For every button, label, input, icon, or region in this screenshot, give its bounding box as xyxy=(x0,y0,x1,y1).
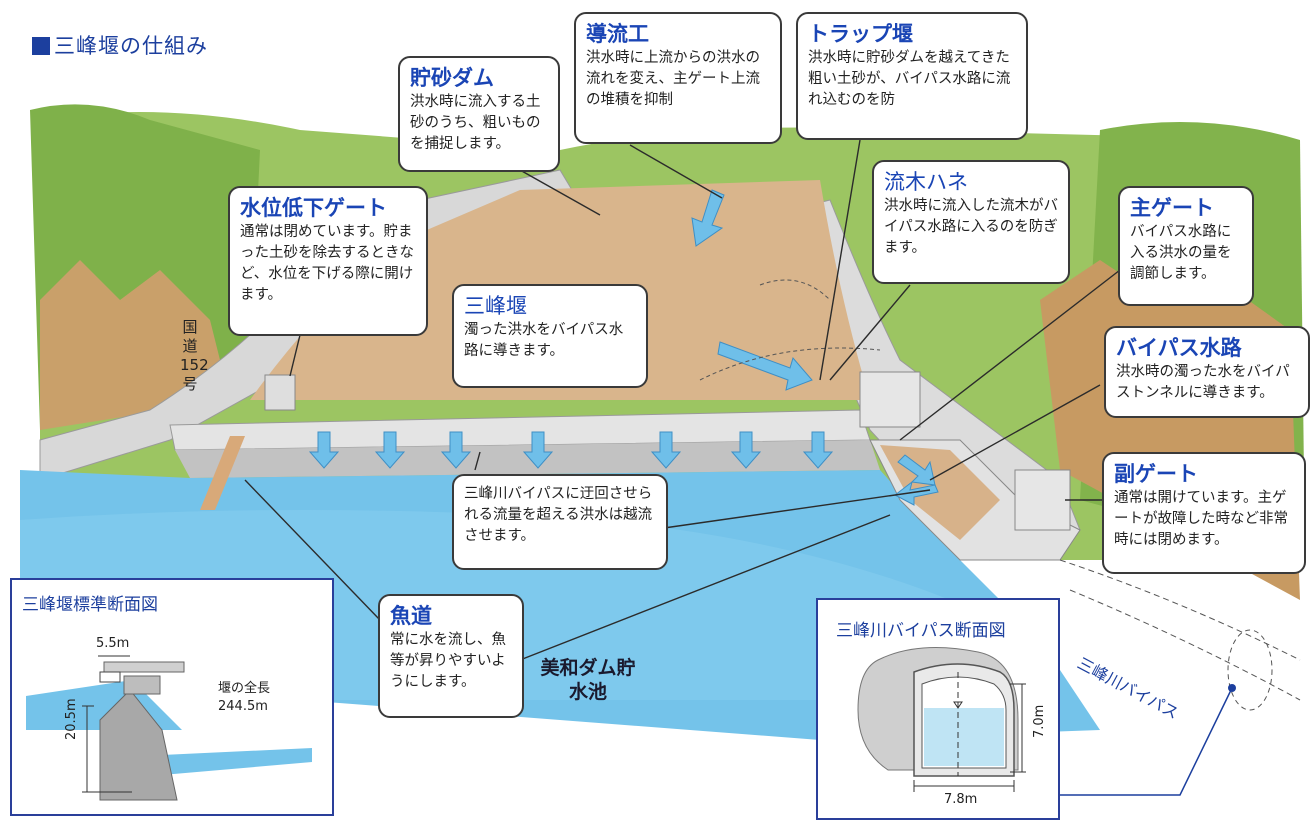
water-flow-arrow-icon xyxy=(691,189,725,247)
tunnel-section-panel: 三峰川バイパス断面図 7.0m 7.8m xyxy=(816,598,1060,820)
weir-section-panel: 三峰堰標準断面図 5.5m 20.5m 堰の全長 244.5m xyxy=(10,578,334,816)
tunnel-width-label: 7.8m xyxy=(944,792,978,807)
callout-body: 三峰川バイパスに迂回させられる流量を超える洪水は越流させます。 xyxy=(464,486,653,544)
water-flow-arrow-icon xyxy=(522,431,554,469)
cliff-left xyxy=(40,260,230,430)
water-flow-arrow-icon xyxy=(374,431,406,469)
fishway-structure xyxy=(200,436,245,510)
page-title: 三峰堰の仕組み xyxy=(32,30,208,60)
square-bullet-icon xyxy=(32,37,50,55)
callout-title: 副ゲート xyxy=(1114,462,1198,486)
callout-title: 導流工 xyxy=(586,22,649,46)
callout-title: トラップ堰 xyxy=(808,22,913,46)
callout-bypass-channel: バイパス水路 洪水時の濁った水をバイパストンネルに導きます。 xyxy=(1104,326,1310,418)
callout-body: 洪水時に貯砂ダムを越えてきた粗い土砂が、バイパス水路に流れ込むのを防 xyxy=(808,50,1011,108)
driftwood-boom-line xyxy=(759,279,831,301)
water-lowering-gate-structure xyxy=(264,374,296,411)
weir-section-title: 三峰堰標準断面図 xyxy=(22,595,158,615)
callout-title: 三峰堰 xyxy=(464,294,527,318)
callout-body: 常に水を流し、魚等が昇りやすいようにします。 xyxy=(390,632,506,690)
callout-body: 洪水時に流入した流木がバイパス水路に入るのを防ぎます。 xyxy=(884,198,1058,256)
callout-main-gate: 主ゲート バイパス水路に入る洪水の量を調節します。 xyxy=(1118,186,1254,306)
water-flow-arrow-icon xyxy=(440,431,472,469)
weir-height-label: 20.5m xyxy=(64,698,79,740)
leader-lines xyxy=(244,139,1121,661)
sub-gate-structure xyxy=(1014,469,1071,531)
tunnel-section-leader xyxy=(1060,687,1233,796)
callout-title: バイパス水路 xyxy=(1116,336,1242,360)
callout-title: 主ゲート xyxy=(1130,196,1214,220)
callout-mibu-weir: 三峰堰 濁った洪水をバイパス水路に導きます。 xyxy=(452,284,648,388)
water-flow-arrow-icon xyxy=(717,341,813,391)
callout-trap-weir: トラップ堰 洪水時に貯砂ダムを越えてきた粗い土砂が、バイパス水路に流れ込むのを防 xyxy=(796,12,1028,140)
water-flow-arrow-icon xyxy=(650,431,682,469)
callout-body: 通常は開けています。主ゲートが故障した時など非常時には閉めます。 xyxy=(1114,490,1288,548)
callout-sub-gate: 副ゲート 通常は開けています。主ゲートが故障した時など非常時には閉めます。 xyxy=(1102,452,1306,574)
callout-body: 濁った洪水をバイパス水路に導きます。 xyxy=(464,322,624,359)
callout-title: 魚道 xyxy=(390,604,432,628)
callout-sediment-dam: 貯砂ダム 洪水時に流入する土砂のうち、粗いものを捕捉します。 xyxy=(398,56,560,172)
callout-driftwood-boom: 流木ハネ 洪水時に流入した流木がバイパス水路に入るのを防ぎます。 xyxy=(872,160,1070,284)
weir-face xyxy=(175,440,880,478)
main-gate-structure xyxy=(859,371,921,428)
water-flow-arrow-icon xyxy=(308,431,340,469)
callout-body: 洪水時に上流からの洪水の流れを変え、主ゲート上流の堆積を抑制 xyxy=(586,50,760,108)
weir-width-label: 5.5m xyxy=(96,636,130,651)
callout-body: 通常は閉めています。貯まった土砂を除去するときなど、水位を下げる際に開けます。 xyxy=(240,224,414,303)
page-title-text: 三峰堰の仕組み xyxy=(54,34,208,58)
tunnel-section-title: 三峰川バイパス断面図 xyxy=(836,621,1006,641)
callout-title: 流木ハネ xyxy=(884,170,968,194)
callout-body: 洪水時の濁った水をバイパストンネルに導きます。 xyxy=(1116,364,1290,401)
weir-section-drawing xyxy=(26,655,312,801)
tunnel-height-label: 7.0m xyxy=(1032,704,1047,738)
callout-guide-works: 導流工 洪水時に上流からの洪水の流れを変え、主ゲート上流の堆積を抑制 xyxy=(574,12,782,144)
callout-title: 貯砂ダム xyxy=(410,66,494,90)
callout-title: 水位低下ゲート xyxy=(240,196,387,220)
callout-overflow: 三峰川バイパスに迂回させられる流量を超える洪水は越流させます。 xyxy=(452,474,668,570)
road-label: 国道152号 xyxy=(180,318,209,393)
tunnel-section-drawing xyxy=(857,647,1026,792)
water-flow-arrow-icon xyxy=(894,480,939,506)
water-flow-arrow-icon xyxy=(730,431,762,469)
callout-water-lowering-gate: 水位低下ゲート 通常は閉めています。貯まった土砂を除去するときなど、水位を下げる… xyxy=(228,186,428,336)
tunnel-portal-marker xyxy=(1227,629,1273,711)
water-flow-arrow-icon xyxy=(802,431,834,469)
water-flow-arrow-icon xyxy=(897,454,936,486)
callout-body: バイパス水路に入る洪水の量を調節します。 xyxy=(1130,224,1232,282)
weir-length-label: 堰の全長 244.5m xyxy=(218,681,271,714)
callout-fishway: 魚道 常に水を流し、魚等が昇りやすいようにします。 xyxy=(378,594,524,718)
bypass-tunnel-route xyxy=(1059,559,1301,701)
reservoir-label: 美和ダム貯水池 xyxy=(540,657,636,703)
callout-body: 洪水時に流入する土砂のうち、粗いものを捕捉します。 xyxy=(410,94,541,152)
overflow-arrows xyxy=(308,431,834,469)
